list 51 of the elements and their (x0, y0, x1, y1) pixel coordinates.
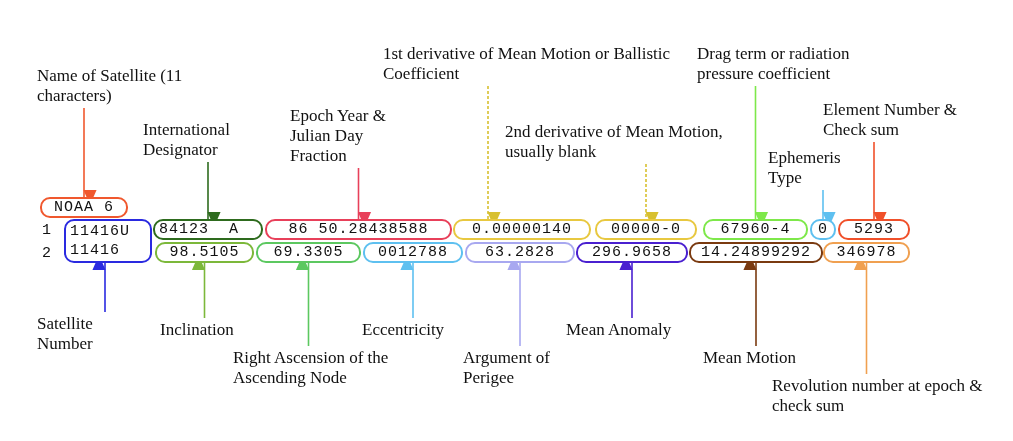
field-caption: Drag term or radiation pressure coefficient (697, 44, 887, 84)
field-caption: 1st derivative of Mean Motion or Ballistic Coefficient (383, 44, 683, 84)
field-box (64, 219, 152, 263)
field-value: 63.2828 (485, 243, 555, 262)
field-value: NOAA 6 (54, 198, 114, 217)
field-box (838, 219, 910, 240)
field-value: 0 (818, 220, 828, 239)
field-box (689, 242, 823, 263)
field-caption: Mean Motion (703, 348, 833, 368)
field-caption: 2nd derivative of Mean Motion, usually blank (505, 122, 740, 162)
field-caption: Epoch Year & Julian Day Fraction (290, 106, 415, 166)
field-box (256, 242, 361, 263)
field-value: 5293 (854, 220, 894, 239)
field-box (823, 242, 910, 263)
field-value: 84123 A (159, 220, 239, 239)
field-value: 69.3305 (273, 243, 344, 262)
field-caption: Inclination (160, 320, 270, 340)
line-number: 1 (42, 221, 51, 240)
field-caption: Revolution number at epoch & check sum (772, 376, 992, 416)
field-box (810, 219, 836, 240)
field-box (155, 242, 254, 263)
field-value: 346978 (836, 243, 897, 262)
field-value: 98.5105 (169, 243, 240, 262)
field-box (265, 219, 452, 240)
field-caption: Ephemeris Type (768, 148, 853, 188)
field-caption: Argument of Perigee (463, 348, 563, 388)
field-box (363, 242, 463, 263)
field-value: 0.00000140 (472, 220, 572, 239)
field-caption: Element Number & Check sum (823, 100, 998, 140)
field-box (576, 242, 688, 263)
field-caption: International Designator (143, 120, 278, 160)
field-value: 67960-4 (720, 220, 791, 239)
field-value: 11416 (70, 241, 120, 260)
field-box (465, 242, 575, 263)
field-value: 0012788 (378, 243, 448, 262)
field-value: 11416U (70, 222, 130, 241)
field-caption: Eccentricity (362, 320, 482, 340)
field-value: 14.24899292 (701, 243, 811, 262)
field-caption: Mean Anomaly (566, 320, 716, 340)
field-box (453, 219, 591, 240)
field-box (153, 219, 263, 240)
field-value: 86 50.28438588 (288, 220, 429, 239)
line-number: 2 (42, 244, 51, 263)
field-value: 296.9658 (592, 243, 672, 262)
field-box (40, 197, 128, 218)
field-box (703, 219, 808, 240)
field-caption: Right Ascension of the Ascending Node (233, 348, 403, 388)
field-caption: Satellite Number (37, 314, 127, 354)
field-value: 00000-0 (611, 220, 681, 239)
field-box (595, 219, 697, 240)
field-caption: Name of Satellite (11 characters) (37, 66, 197, 106)
